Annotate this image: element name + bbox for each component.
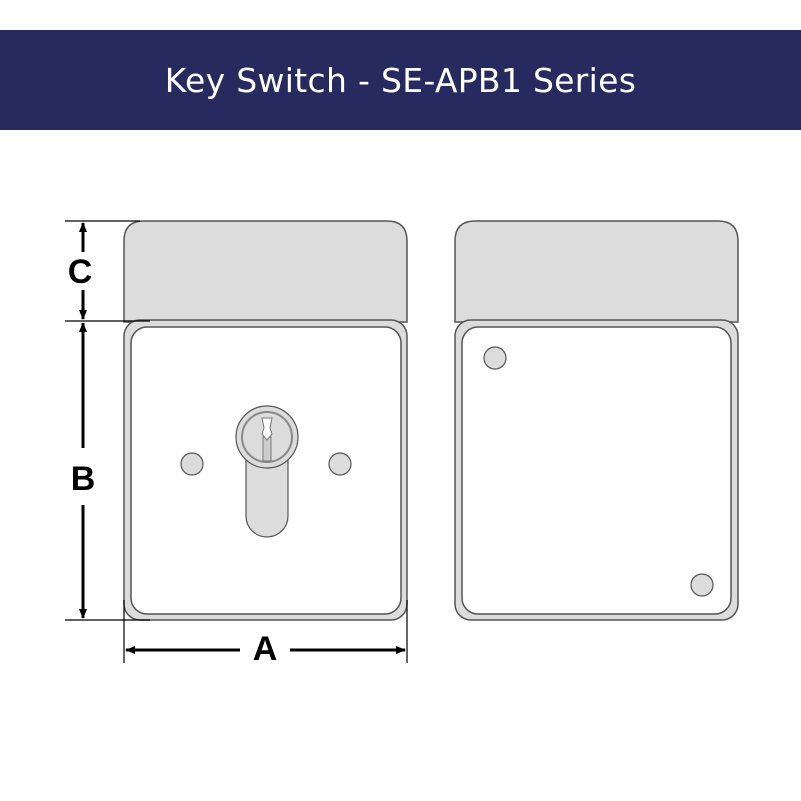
- dimension-label-b: B: [71, 460, 96, 498]
- screw-hole-left: [180, 452, 204, 476]
- screw-hole-bottom-right: [690, 573, 714, 597]
- front-top-cap: [123, 220, 408, 323]
- key-cylinder: [235, 405, 299, 538]
- dimension-lines: [65, 220, 408, 663]
- screw-hole-top-left: [483, 346, 507, 370]
- rear-plate: [461, 326, 732, 615]
- title-banner: Key Switch - SE-APB1 Series: [0, 30, 801, 130]
- screw-hole-right: [328, 452, 352, 476]
- page-title: Key Switch - SE-APB1 Series: [164, 60, 637, 100]
- dimension-label-a: A: [253, 630, 278, 668]
- rear-view: [454, 220, 739, 621]
- front-view: [123, 220, 408, 621]
- dimension-label-c: C: [68, 253, 93, 291]
- rear-top-cap: [454, 220, 739, 323]
